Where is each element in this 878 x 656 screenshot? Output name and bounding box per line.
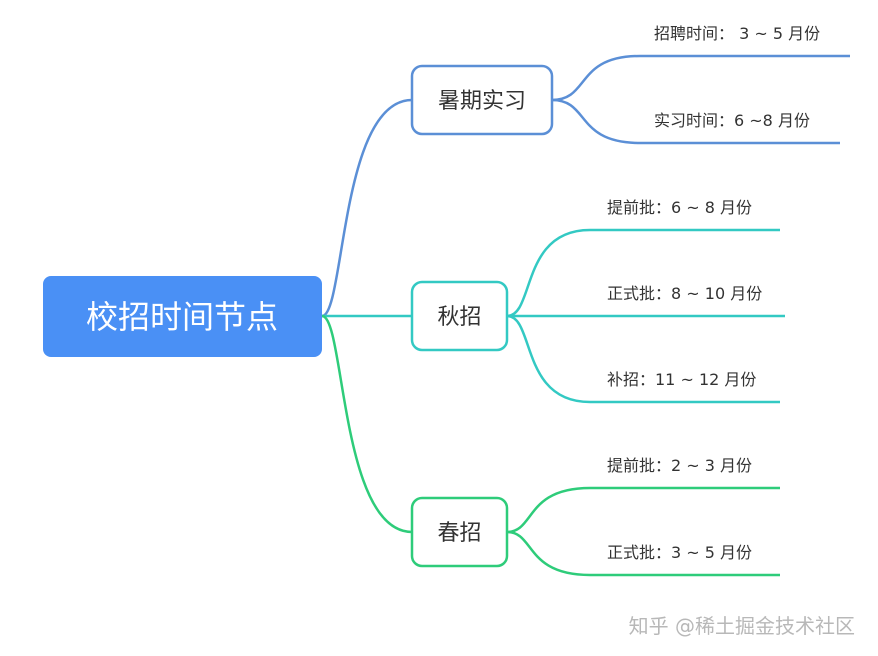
leaf-label-summer-recruit-time: 招聘时间： 3 ~ 5 月份	[654, 24, 820, 43]
root-node-label: 校招时间节点	[86, 298, 278, 336]
leaf-label-spring-regular-batch: 正式批：3 ~ 5 月份	[607, 543, 752, 562]
root-node-box	[43, 276, 322, 357]
branch-label: 暑期实习	[438, 89, 526, 114]
branch-label: 春招	[437, 521, 481, 546]
connector-spring-to-leaf-2	[506, 530, 780, 577]
branch-node-spring-recruitment: 春招	[410, 496, 509, 568]
branch-label: 秋招	[437, 305, 481, 330]
branch-box	[410, 280, 509, 352]
connector-root-to-summer-internship	[321, 98, 413, 318]
leaf-label-spring-early-batch: 提前批：2 ~ 3 月份	[607, 456, 752, 475]
leaf-label-summer-intern-time: 实习时间：6 ~8 月份	[654, 111, 810, 130]
branch-box	[410, 64, 554, 136]
connector-root-to-spring-recruitment	[321, 314, 413, 534]
connector-summer-to-leaf-2	[551, 98, 840, 145]
connector-spring-to-leaf-1	[506, 486, 780, 534]
branch-box	[410, 496, 509, 568]
connector-autumn-to-leaf-1	[506, 228, 780, 318]
branch-node-autumn-recruitment: 秋招	[410, 280, 509, 352]
root-node: 校招时间节点	[43, 276, 322, 357]
watermark: 知乎 @稀土掘金技术社区	[629, 614, 855, 638]
connector-summer-to-leaf-1	[551, 54, 850, 102]
leaf-label-autumn-early-batch: 提前批：6 ~ 8 月份	[607, 198, 752, 217]
leaf-label-autumn-supplementary: 补招：11 ~ 12 月份	[607, 370, 756, 389]
connector-autumn-to-leaf-3	[506, 314, 780, 404]
branch-node-summer-internship: 暑期实习	[410, 64, 554, 136]
leaf-label-autumn-regular-batch: 正式批：8 ~ 10 月份	[607, 284, 762, 303]
